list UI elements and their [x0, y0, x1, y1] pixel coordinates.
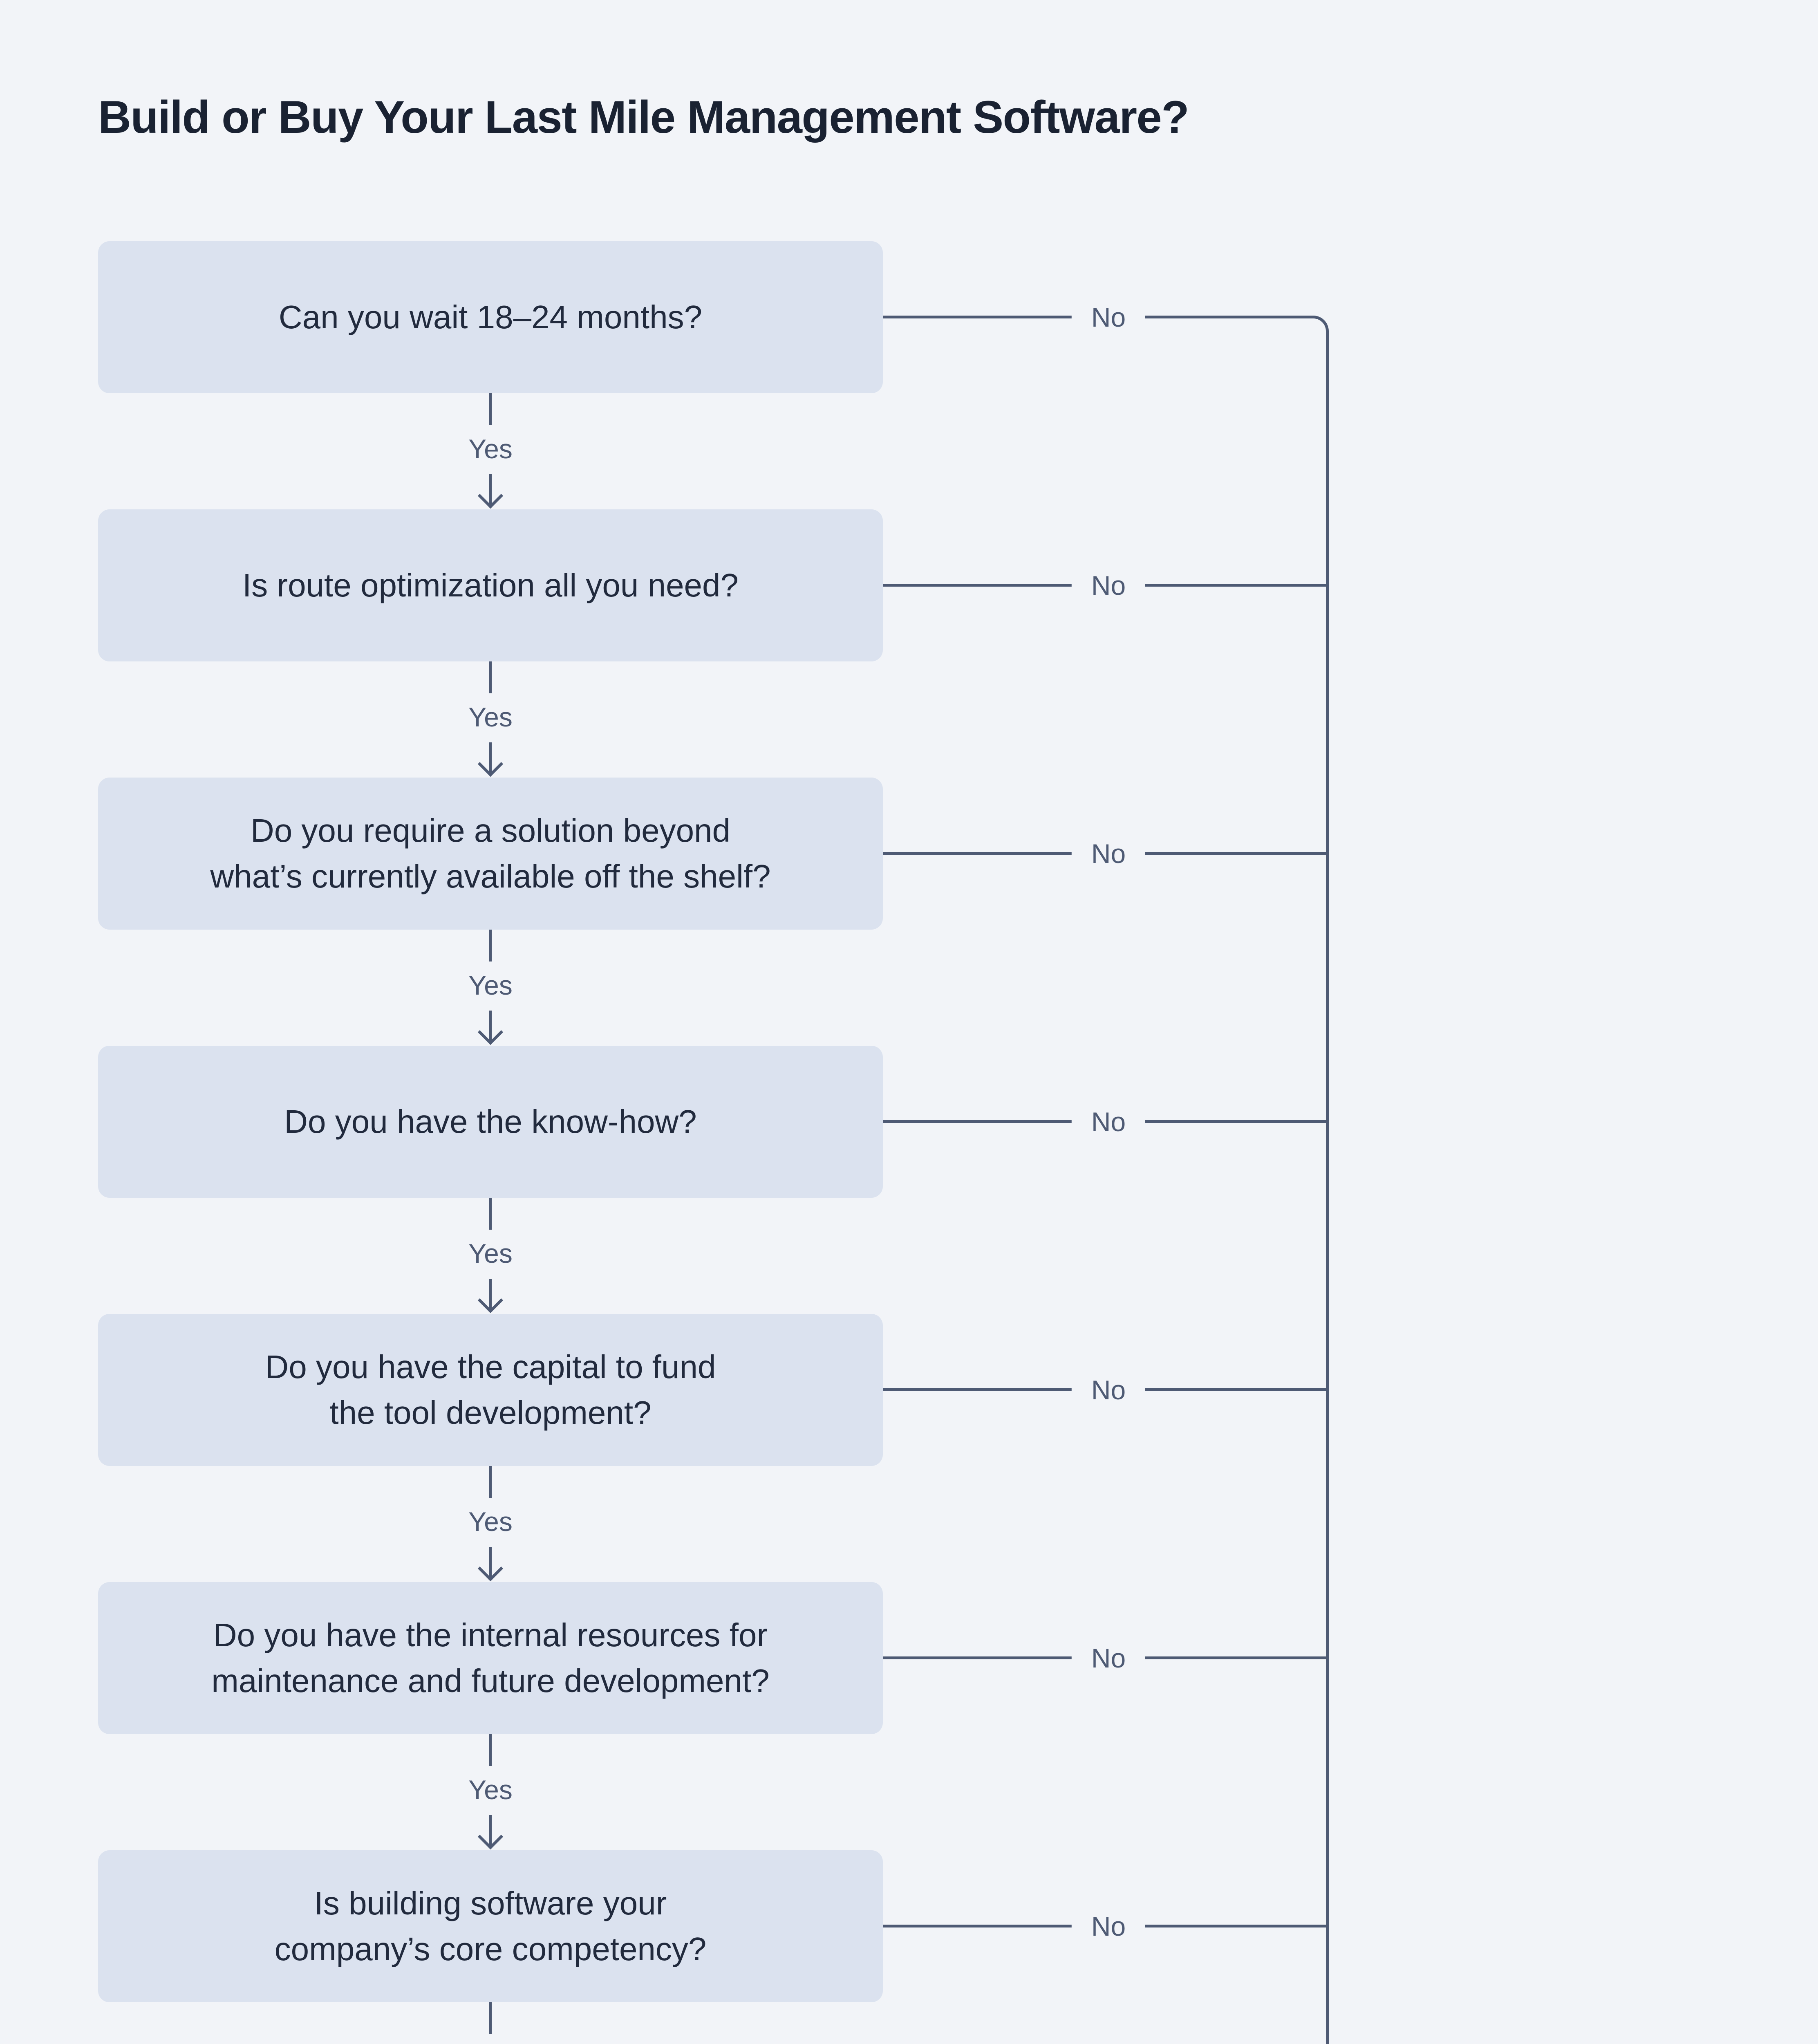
question-text: Is route optimization all you need?	[242, 567, 739, 603]
question-text: Can you wait 18–24 months?	[278, 299, 703, 335]
yes-edge-line	[489, 1198, 492, 1230]
no-edge-label: No	[1071, 301, 1146, 334]
yes-edge-arrow-line	[489, 742, 492, 774]
question-box-know-how: Do you have the know-how?	[98, 1046, 883, 1198]
question-box-beyond-off-the-shelf: Do you require a solution beyond what’s …	[98, 778, 883, 930]
yes-edge-label: Yes	[468, 434, 513, 464]
question-box-core-competency: Is building software your company’s core…	[98, 1850, 883, 2002]
no-trunk-line	[1326, 354, 1329, 2044]
yes-edge-label: Yes	[468, 1506, 513, 1537]
yes-edge-arrow-line	[489, 1279, 492, 1311]
question-text: Do you have the capital to fund the tool…	[265, 1349, 716, 1431]
question-text: Do you require a solution beyond what’s …	[210, 812, 771, 894]
yes-edge-line	[489, 661, 492, 693]
yes-arrowhead-icon	[477, 1019, 504, 1045]
yes-edge-arrow-line	[489, 1815, 492, 1847]
yes-arrowhead-icon	[477, 1555, 504, 1582]
yes-edge-label: Yes	[468, 2042, 513, 2044]
yes-arrowhead-icon	[477, 1824, 504, 1850]
yes-edge-line	[489, 1734, 492, 1766]
flow-row-know-how: Do you have the know-how? No Yes	[0, 1046, 1818, 1314]
yes-arrowhead-icon	[477, 483, 504, 509]
question-box-route-optimization: Is route optimization all you need?	[98, 509, 883, 661]
no-trunk-corner	[1274, 316, 1329, 355]
yes-edge-line	[489, 1466, 492, 1498]
no-edge-label: No	[1071, 837, 1146, 870]
yes-edge-line	[489, 930, 492, 961]
yes-edge-arrow-line	[489, 474, 492, 506]
yes-edge-label: Yes	[468, 1775, 513, 1805]
yes-edge-arrow-line	[489, 1011, 492, 1042]
yes-edge-line	[489, 393, 492, 425]
question-box-capital: Do you have the capital to fund the tool…	[98, 1314, 883, 1466]
flow-row-beyond-off-the-shelf: Do you require a solution beyond what’s …	[0, 778, 1818, 1046]
no-edge-label: No	[1071, 569, 1146, 602]
flow-row-internal-resources: Do you have the internal resources for m…	[0, 1582, 1818, 1850]
question-text: Is building software your company’s core…	[274, 1885, 707, 1967]
question-box-internal-resources: Do you have the internal resources for m…	[98, 1582, 883, 1734]
question-box-wait: Can you wait 18–24 months?	[98, 241, 883, 393]
yes-edge-label: Yes	[468, 970, 513, 1000]
question-text: Do you have the know-how?	[284, 1103, 697, 1140]
no-edge-label: No	[1071, 1374, 1146, 1406]
yes-edge-arrow-line	[489, 1547, 492, 1579]
yes-arrowhead-icon	[477, 751, 504, 777]
no-edge-label: No	[1071, 1910, 1146, 1943]
yes-edge-label: Yes	[468, 1238, 513, 1269]
yes-edge-label: Yes	[468, 702, 513, 732]
flow-row-capital: Do you have the capital to fund the tool…	[0, 1314, 1818, 1582]
flow-row-core-competency: Is building software your company’s core…	[0, 1850, 1818, 2044]
flow-row-wait: Can you wait 18–24 months? No Yes	[0, 241, 1818, 509]
question-text: Do you have the internal resources for m…	[211, 1617, 770, 1699]
page-title: Build or Buy Your Last Mile Management S…	[98, 92, 1189, 143]
flow-row-route-optimization: Is route optimization all you need? No Y…	[0, 509, 1818, 778]
no-edge-label: No	[1071, 1642, 1146, 1674]
yes-edge-line	[489, 2002, 492, 2034]
yes-arrowhead-icon	[477, 1287, 504, 1313]
no-edge-label: No	[1071, 1105, 1146, 1138]
